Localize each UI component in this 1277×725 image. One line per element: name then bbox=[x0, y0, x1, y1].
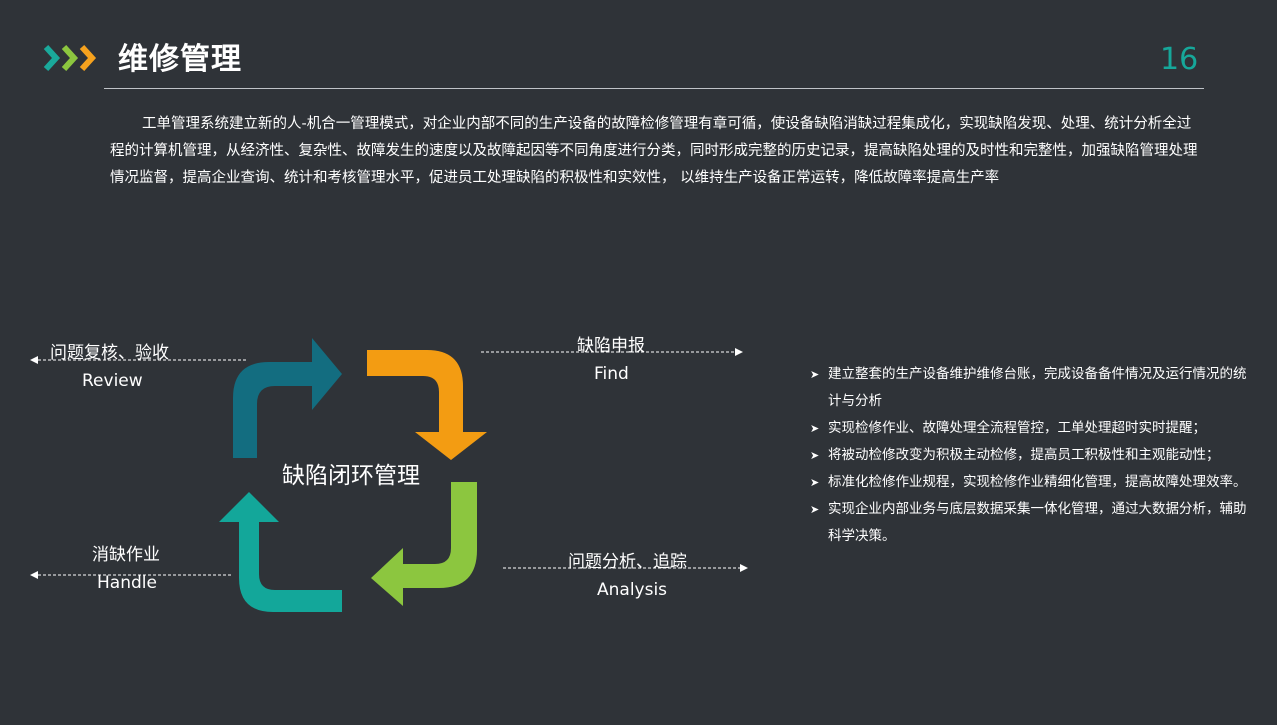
step-handle-sub: Handle bbox=[97, 573, 157, 593]
step-review-sub: Review bbox=[82, 371, 143, 391]
bullet-arrow-icon: ➤ bbox=[810, 368, 820, 381]
bullet-arrow-icon: ➤ bbox=[810, 449, 820, 462]
title-divider bbox=[104, 88, 1204, 89]
bullet-arrow-icon: ➤ bbox=[810, 503, 820, 516]
step-review-label: 问题复核、验收 bbox=[50, 343, 169, 363]
cycle-center-label: 缺陷闭环管理 bbox=[282, 463, 420, 489]
step-find-label: 缺陷申报 bbox=[577, 336, 645, 356]
review-dashed-arrow bbox=[30, 356, 248, 364]
benefit-list: ➤建立整套的生产设备维护维修台账，完成设备备件情况及运行情况的统计与分析 ➤实现… bbox=[808, 361, 1258, 550]
page-number: 16 bbox=[1160, 42, 1199, 77]
step-find-sub: Find bbox=[594, 364, 629, 384]
list-item: ➤实现企业内部业务与底层数据采集一体化管理，通过大数据分析，辅助科学决策。 bbox=[808, 496, 1258, 550]
step-analysis-label: 问题分析、追踪 bbox=[568, 552, 687, 572]
cycle-arrow-analysis bbox=[371, 482, 477, 606]
step-handle-label: 消缺作业 bbox=[92, 545, 160, 565]
list-item: ➤将被动检修改变为积极主动检修，提高员工积极性和主观能动性； bbox=[808, 442, 1258, 469]
bullet-arrow-icon: ➤ bbox=[810, 476, 820, 489]
chevrons-icon bbox=[43, 44, 97, 72]
cycle-arrow-handle bbox=[219, 492, 342, 612]
list-item: ➤实现检修作业、故障处理全流程管控，工单处理超时实时提醒； bbox=[808, 415, 1258, 442]
cycle-arrow-review bbox=[233, 338, 342, 458]
list-item: ➤建立整套的生产设备维护维修台账，完成设备备件情况及运行情况的统计与分析 bbox=[808, 361, 1258, 415]
cycle-diagram bbox=[219, 338, 487, 612]
intro-paragraph: 工单管理系统建立新的人-机合一管理模式，对企业内部不同的生产设备的故障检修管理有… bbox=[110, 116, 1198, 186]
analysis-dashed-arrow bbox=[503, 564, 748, 572]
list-item: ➤标准化检修作业规程，实现检修作业精细化管理，提高故障处理效率。 bbox=[808, 469, 1258, 496]
step-analysis-sub: Analysis bbox=[597, 580, 668, 600]
page-title: 维修管理 bbox=[118, 42, 242, 77]
cycle-arrow-find bbox=[367, 350, 487, 460]
bullet-arrow-icon: ➤ bbox=[810, 422, 820, 435]
handle-dashed-arrow bbox=[30, 571, 232, 579]
find-dashed-arrow bbox=[481, 348, 743, 356]
